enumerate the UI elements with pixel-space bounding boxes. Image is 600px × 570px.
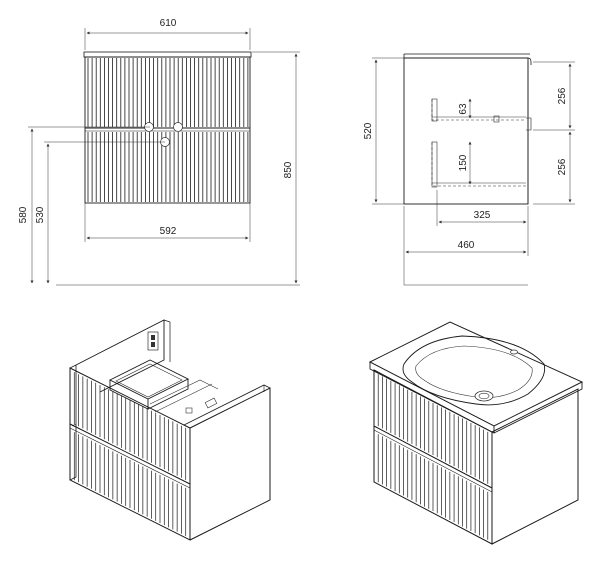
iso-drain [474,390,494,402]
dim-inner-depth: 325 [474,210,491,221]
siphon-circle-right [173,122,183,132]
dim-body-width: 592 [160,226,177,237]
dim-total-height: 850 [283,161,294,178]
front-countertop [83,51,252,58]
iso-tap-hole [510,349,518,355]
dim-lower-inner: 150 [458,154,469,171]
dim-depth: 460 [458,240,475,251]
iso-open-flutes [73,372,187,536]
front-body [84,56,251,204]
iso-open-side [189,387,271,541]
iso-countertop [368,321,584,427]
iso-basin-cabinet [368,321,584,545]
dim-top-width: 610 [160,18,177,29]
dim-upper-drawer: 256 [557,87,568,104]
dim-height-530: 530 [35,206,46,223]
side-body [403,57,529,205]
iso-open-cabinet [69,319,271,541]
iso-basin-flutes [377,374,489,540]
dim-side-height: 520 [363,122,374,139]
front-view: 610 592 850 580 530 [18,18,300,286]
dim-upper-inner: 63 [458,103,469,115]
side-view: 63 150 520 256 256 325 460 [363,53,575,286]
dim-lower-drawer: 256 [557,158,568,175]
dim-height-580: 580 [18,206,29,223]
iso-basin-side [491,388,579,545]
iso-basin-rim [402,335,546,406]
front-flutes [87,58,249,202]
